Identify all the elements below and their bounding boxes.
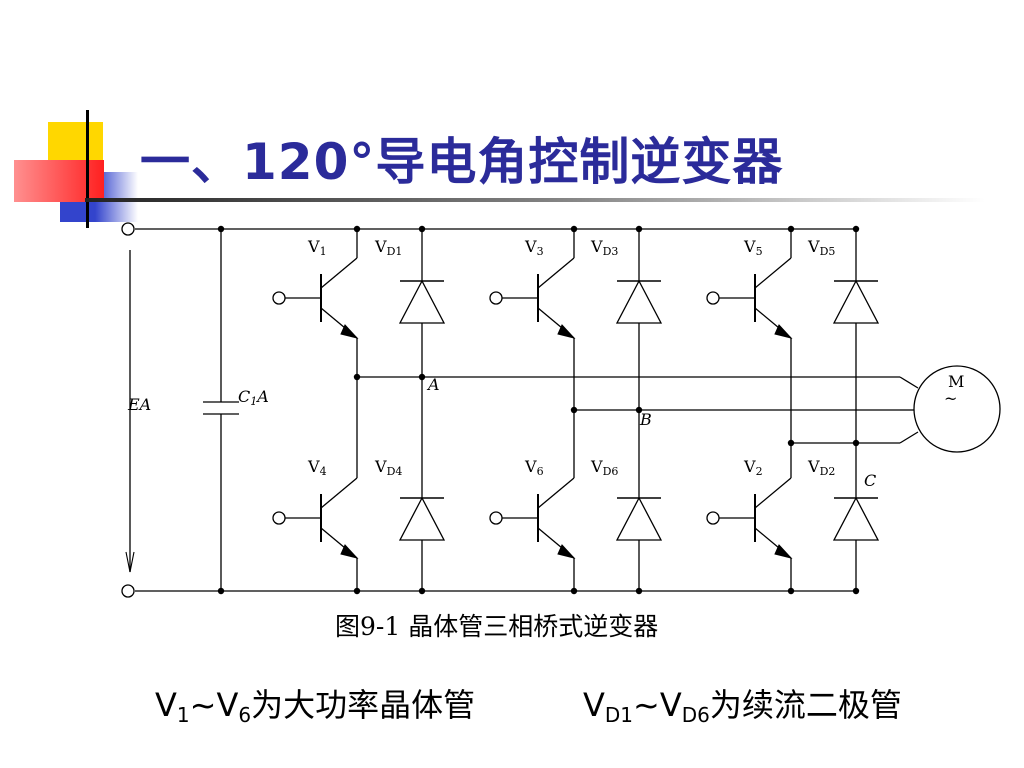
note-diodes: VD1~VD6为续流二极管 <box>583 686 902 727</box>
source-voltage-arrow <box>125 551 135 573</box>
transistor-label: V1 <box>307 237 327 258</box>
motor-lead-c <box>899 431 919 444</box>
anode-triangle <box>615 496 663 541</box>
gate-terminal <box>272 291 286 305</box>
negative-terminal <box>121 584 135 598</box>
anode-triangle <box>615 279 663 324</box>
motor-label: M <box>948 372 964 391</box>
phase-label-a: A <box>426 375 440 394</box>
note-transistors: V1~V6为大功率晶体管 <box>155 686 476 727</box>
diode-label: VD1 <box>374 237 402 258</box>
emitter-arrow <box>340 544 359 559</box>
positive-terminal <box>121 222 135 236</box>
emitter-arrow <box>774 544 793 559</box>
transistor-label: V2 <box>743 457 763 478</box>
transistor-label: V5 <box>743 237 763 258</box>
emitter-arrow <box>557 544 576 559</box>
phase-label-b: B <box>639 410 652 429</box>
lower-diode-leg-b <box>615 496 663 541</box>
emitter-arrow <box>557 324 576 339</box>
junction-dot <box>635 406 643 414</box>
upper-transistor-leg-a <box>272 257 359 339</box>
source-label: EA <box>127 395 151 414</box>
diode-label: VD2 <box>807 457 835 478</box>
anode-triangle <box>398 279 446 324</box>
gate-terminal <box>489 291 503 305</box>
deco-red-square <box>14 160 104 202</box>
diode-label: VD6 <box>590 457 618 478</box>
junction-dot <box>852 587 860 595</box>
deco-vertical-line <box>86 110 89 228</box>
figure-caption: 图9-1 晶体管三相桥式逆变器 <box>335 612 659 641</box>
transistor-label: V3 <box>524 237 544 258</box>
anode-triangle <box>832 279 880 324</box>
lower-transistor-leg-b <box>489 477 576 559</box>
capacitor-label: C1A <box>238 387 269 408</box>
collector-lead <box>320 257 358 289</box>
diode-label: VD3 <box>590 237 618 258</box>
upper-diode-leg-c <box>832 279 880 324</box>
junction-dot <box>217 225 225 233</box>
gate-terminal <box>706 291 720 305</box>
anode-triangle <box>398 496 446 541</box>
title-underline <box>85 198 985 202</box>
motor-ac-symbol: ~ <box>944 389 957 408</box>
diode-label: VD5 <box>807 237 835 258</box>
transistor-label: V6 <box>524 457 544 478</box>
upper-transistor-leg-b <box>489 257 576 339</box>
junction-dot <box>418 373 426 381</box>
motor-circle <box>913 365 1001 453</box>
junction-dot <box>570 587 578 595</box>
anode-triangle <box>832 496 880 541</box>
lower-transistor-leg-a <box>272 477 359 559</box>
junction-dot <box>635 587 643 595</box>
upper-diode-leg-b <box>615 279 663 324</box>
gate-terminal <box>706 511 720 525</box>
junction-dot <box>570 225 578 233</box>
lower-diode-leg-c <box>832 496 880 541</box>
junction-dot <box>787 225 795 233</box>
upper-transistor-leg-c <box>706 257 793 339</box>
diode-label: VD4 <box>374 457 402 478</box>
collector-lead <box>537 477 575 509</box>
junction-dot <box>635 225 643 233</box>
junction-dot <box>852 225 860 233</box>
motor-lead-a <box>899 376 919 389</box>
junction-dot <box>570 406 578 414</box>
junction-dot <box>353 373 361 381</box>
junction-dot <box>787 587 795 595</box>
collector-lead <box>320 477 358 509</box>
page-title: 一、120°导电角控制逆变器 <box>140 133 784 191</box>
transistor-label: V4 <box>307 457 327 478</box>
lower-diode-leg-a <box>398 496 446 541</box>
gate-terminal <box>489 511 503 525</box>
collector-lead <box>537 257 575 289</box>
lower-transistor-leg-c <box>706 477 793 559</box>
junction-dot <box>217 587 225 595</box>
emitter-arrow <box>340 324 359 339</box>
junction-dot <box>418 225 426 233</box>
collector-lead <box>754 257 792 289</box>
collector-lead <box>754 477 792 509</box>
junction-dot <box>787 439 795 447</box>
junction-dot <box>353 225 361 233</box>
phase-label-c: C <box>864 471 876 490</box>
junction-dot <box>418 587 426 595</box>
junction-dot <box>852 439 860 447</box>
upper-diode-leg-a <box>398 279 446 324</box>
gate-terminal <box>272 511 286 525</box>
emitter-arrow <box>774 324 793 339</box>
junction-dot <box>353 587 361 595</box>
